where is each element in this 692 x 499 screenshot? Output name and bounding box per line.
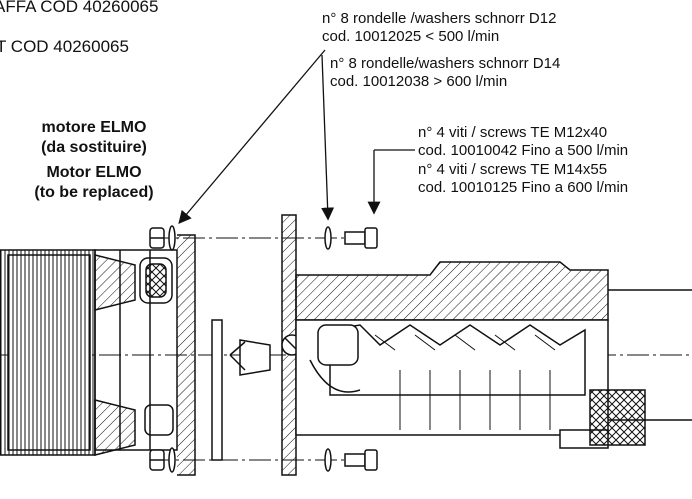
- motor-label-4: (to be replaced): [34, 184, 154, 201]
- coupling-disc: [211, 319, 223, 461]
- rotor-ribs: [399, 370, 551, 430]
- motor-hatched-segment: [94, 254, 136, 311]
- screws-label-2: cod. 10010042 Fino a 500 l/min: [418, 142, 629, 159]
- washers-label-4: cod. 10012038 > 600 l/min: [330, 73, 508, 90]
- rotor-seal: [317, 324, 359, 366]
- motor-label-1: motore ELMO: [41, 119, 147, 136]
- top-washer-icon: [168, 225, 176, 251]
- pump-fasteners: [324, 226, 378, 472]
- bottom-washer-icon: [168, 447, 176, 473]
- coupling-plate: [211, 214, 303, 476]
- screw-top-head-icon: [364, 227, 378, 249]
- pump-casing-top: [295, 261, 609, 321]
- screw-top-shank: [344, 231, 366, 245]
- motor-flange: [177, 234, 196, 476]
- header-line-2: T COD 40260065: [0, 37, 129, 56]
- leader-lines: [178, 49, 415, 224]
- motor-leader-line: [178, 49, 326, 224]
- screw-bottom-head-icon: [364, 449, 378, 471]
- pump-outlet-section: [589, 389, 646, 446]
- screws-label-4: cod. 10010125 Fino a 600 l/min: [418, 179, 629, 196]
- screws-label-3: n° 4 viti / screws TE M14x55: [418, 161, 608, 178]
- motor-bolt-heads: [149, 225, 176, 473]
- washers-label-3: n° 8 rondelle/washers schnorr D14: [330, 55, 561, 72]
- motor-cable-entry: [139, 257, 173, 304]
- washers-label-1: n° 8 rondelle /washers schnorr D12: [322, 10, 557, 27]
- washer-bottom-icon: [324, 448, 332, 472]
- shaft-coupling: [239, 339, 271, 376]
- motor-label-3: Motor ELMO: [46, 164, 142, 181]
- screws-label-1: n° 4 viti / screws TE M12x40: [418, 124, 608, 141]
- washer-leader-line: [321, 54, 335, 221]
- washer-top-icon: [324, 226, 332, 250]
- header-line-1: AFFA COD 40260065: [0, 0, 159, 16]
- washers-label-2: cod. 10012025 < 500 l/min: [322, 28, 500, 45]
- elmo-motor: [0, 234, 196, 476]
- screw-rotor: [329, 324, 586, 396]
- screw-bottom-shank: [344, 453, 366, 467]
- pump-body: [295, 261, 692, 449]
- motor-label-2: (da sostituire): [41, 139, 147, 156]
